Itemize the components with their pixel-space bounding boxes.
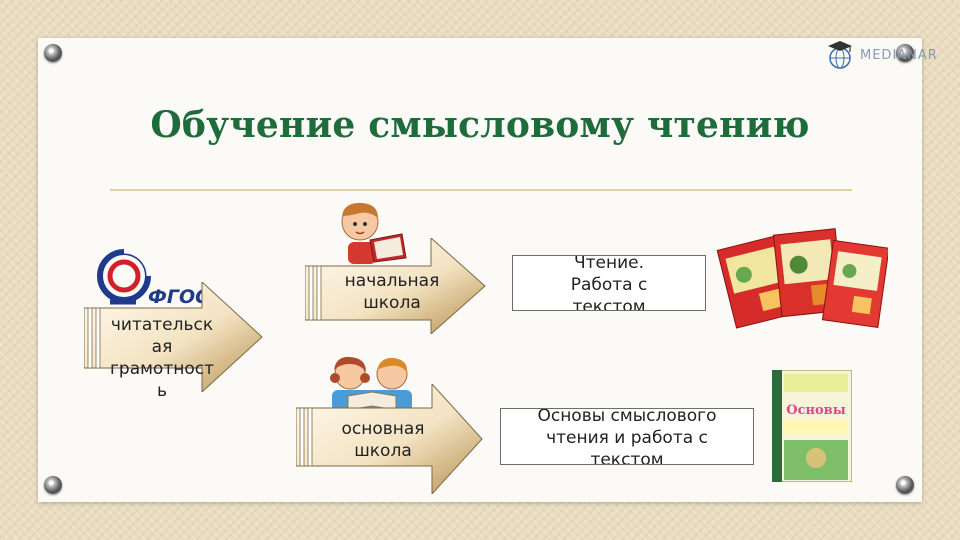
primary-school-line: начальная [344,271,440,291]
children-reading-icon [330,356,412,412]
graduation-cap-globe-icon [828,41,852,69]
medianar-logo: MEDIANAR [822,40,950,70]
secondary-school-line: школа [354,441,412,461]
page-title: Обучение смысловому чтению [150,104,810,146]
secondary-school-line: основная [341,419,425,439]
tack-icon [44,476,62,494]
secondary-school-arrow: основная школа [296,384,484,494]
logo-text: MEDIANAR [860,48,938,63]
primary-school-line: школа [363,293,421,313]
literacy-line: грамотност [109,359,215,379]
reading-text-box: Чтение. Работа с текстом [512,255,706,311]
primary-school-arrow: начальная школа [305,238,487,334]
literacy-line: читательск [110,315,214,335]
literacy-line: ь [156,381,168,401]
box-line: Чтение. [573,255,645,273]
literacy-arrow: читательск ая грамотност ь [84,282,264,401]
box-line: чтения и работа с [546,428,708,448]
literacy-line: ая [151,337,173,357]
box-line: текстом [590,450,664,465]
divider [110,189,852,191]
tack-icon [896,476,914,494]
reading-workbooks-icon [716,228,888,329]
box-line: текстом [572,297,646,311]
reading-basics-box: Основы смыслового чтения и работа с текс… [500,408,754,465]
fgos-logo-icon [97,246,154,305]
tack-icon [44,44,62,62]
fgos-label: ФГОС [148,286,210,308]
reading-textbook-icon: Основы [772,370,852,482]
boy-reading-book-icon [341,202,407,264]
box-line: Основы смыслового [537,408,717,426]
box-line: Работа с [570,275,648,295]
tack-icon [896,44,914,62]
svg-text:Основы: Основы [786,403,846,418]
